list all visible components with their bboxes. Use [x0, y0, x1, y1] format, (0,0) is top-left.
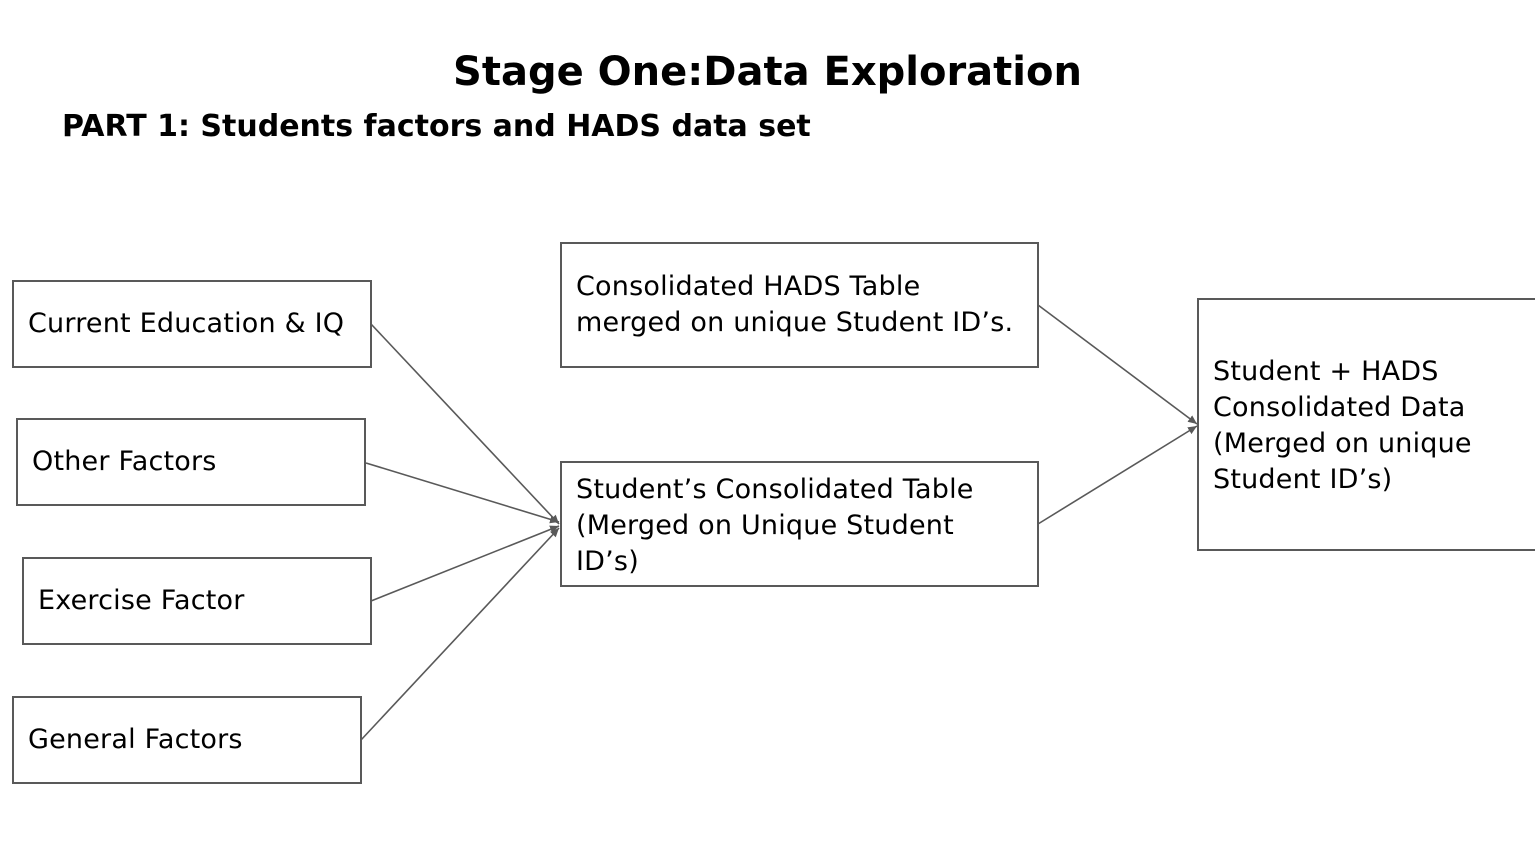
arrow-exercise-to-student-table	[370, 525, 560, 602]
arrow-student-to-combined	[1037, 425, 1198, 525]
arrow-general-to-student-table	[360, 527, 560, 741]
arrow-other-to-student-table	[365, 462, 560, 524]
arrow-hads-to-combined	[1037, 304, 1198, 425]
general-factors-box: General Factors	[12, 696, 362, 784]
combined-data-box: Student + HADS Consolidated Data (Merged…	[1197, 298, 1535, 551]
part-subtitle: PART 1: Students factors and HADS data s…	[62, 109, 811, 144]
student-table-box: Student’s Consolidated Table (Merged on …	[560, 461, 1039, 587]
page-title: Stage One:Data Exploration	[453, 49, 1082, 95]
student-table-label: Student’s Consolidated Table (Merged on …	[576, 474, 974, 577]
general-factors-label: General Factors	[28, 724, 243, 755]
hads-table-label: Consolidated HADS Table merged on unique…	[576, 271, 1014, 338]
other-factors-box: Other Factors	[16, 418, 366, 506]
current-education-label: Current Education & IQ	[28, 308, 345, 339]
hads-table-box: Consolidated HADS Table merged on unique…	[560, 242, 1039, 368]
exercise-factor-label: Exercise Factor	[38, 585, 245, 616]
other-factors-label: Other Factors	[32, 446, 217, 477]
combined-data-label: Student + HADS Consolidated Data (Merged…	[1213, 356, 1472, 495]
arrow-education-to-student-table	[370, 323, 560, 525]
exercise-factor-box: Exercise Factor	[22, 557, 372, 645]
current-education-box: Current Education & IQ	[12, 280, 372, 368]
